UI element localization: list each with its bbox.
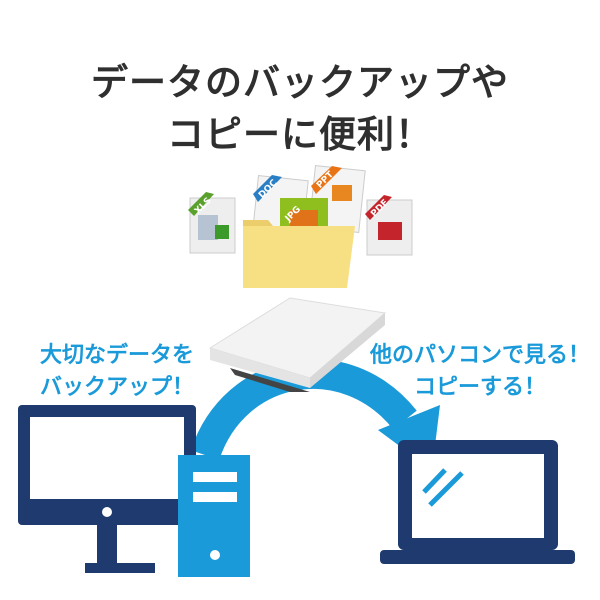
laptop-icon: [380, 440, 575, 564]
headline-line2: コピーに便利！: [167, 113, 433, 156]
caption-copy-line1: 他のパソコンで見る！: [369, 343, 590, 368]
file-icon-xls: XLS: [188, 192, 236, 254]
caption-backup-line1: 大切なデータを: [39, 343, 194, 368]
portable-hdd: [208, 297, 387, 392]
desktop-monitor-icon: [18, 405, 196, 573]
caption-copy: 他のパソコンで見る！ コピーする！: [360, 340, 600, 404]
headline-line1: データのバックアップや: [91, 61, 509, 104]
folder-icon: [243, 220, 355, 288]
caption-backup: 大切なデータを バックアップ！: [22, 340, 212, 404]
caption-backup-line2: バックアップ！: [39, 375, 194, 400]
file-icon-pdf: PDF: [365, 195, 413, 256]
caption-copy-line2: コピーする！: [413, 375, 546, 400]
pc-tower-icon: [178, 455, 250, 577]
